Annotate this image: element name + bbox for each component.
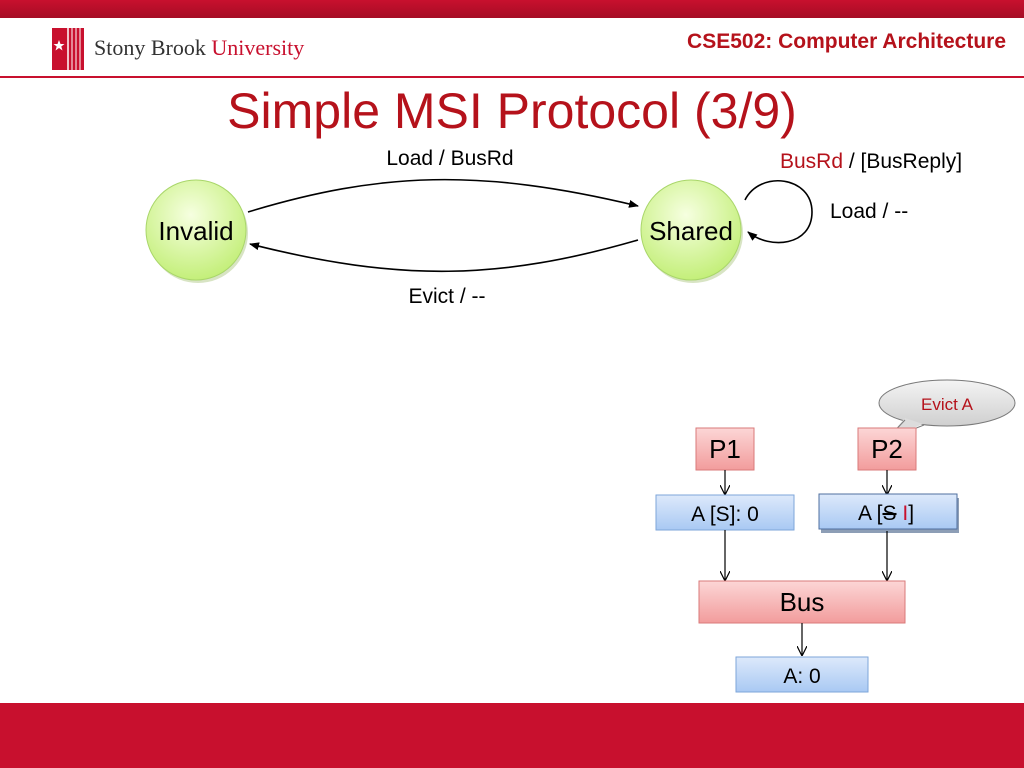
memory: A: 0 [735, 656, 869, 693]
transition-shared-self-loop [744, 180, 813, 244]
state-shared-label: Shared [649, 216, 733, 246]
system-bus: Bus [698, 580, 906, 624]
course-title: CSE502: Computer Architecture [687, 30, 1006, 53]
footer-band [0, 703, 1024, 768]
memory-label: A: 0 [783, 665, 820, 688]
processor-p1-label: P1 [709, 434, 741, 464]
logo-name: Stony Brook [94, 35, 206, 60]
transition-shared-to-invalid-label: Evict / -- [409, 285, 486, 308]
transition-shared-load-label: Load / -- [830, 200, 908, 223]
cache-p2-new-state: I [902, 502, 908, 525]
transition-shared-to-invalid [249, 239, 639, 273]
shield-logo-icon [52, 28, 84, 70]
state-invalid-label: Invalid [158, 216, 233, 246]
logo-name-suffix: University [211, 35, 305, 60]
processor-p2: P2 [857, 427, 917, 471]
university-logo: Stony Brook University [50, 26, 304, 70]
cache-p2-label: A [S I] [858, 502, 914, 525]
processor-p2-label: P2 [871, 434, 903, 464]
logo-wordmark: Stony Brook University [94, 35, 304, 61]
slide-title: Simple MSI Protocol (3/9) [227, 83, 797, 139]
cache-p2-old-state: S [882, 502, 896, 525]
cache-p2: A [S I] [818, 493, 959, 533]
cache-p1-label: A [S]: 0 [691, 503, 759, 526]
header-rule [0, 76, 1024, 78]
top-band [0, 0, 1024, 18]
transition-invalid-to-shared-label: Load / BusRd [386, 147, 513, 170]
transition-shared-self-label: BusRd / [BusReply] [780, 150, 962, 173]
evict-callout: Evict A [878, 379, 1016, 441]
busrd-label: BusRd [780, 150, 843, 173]
evict-callout-text: Evict A [921, 395, 974, 414]
processor-p1: P1 [695, 427, 755, 471]
cache-p1: A [S]: 0 [655, 494, 795, 531]
busreply-label: / [BusReply] [843, 150, 962, 173]
system-bus-label: Bus [780, 587, 825, 617]
transition-invalid-to-shared [247, 178, 639, 213]
state-invalid: Invalid [145, 179, 248, 283]
state-shared: Shared [640, 179, 743, 283]
